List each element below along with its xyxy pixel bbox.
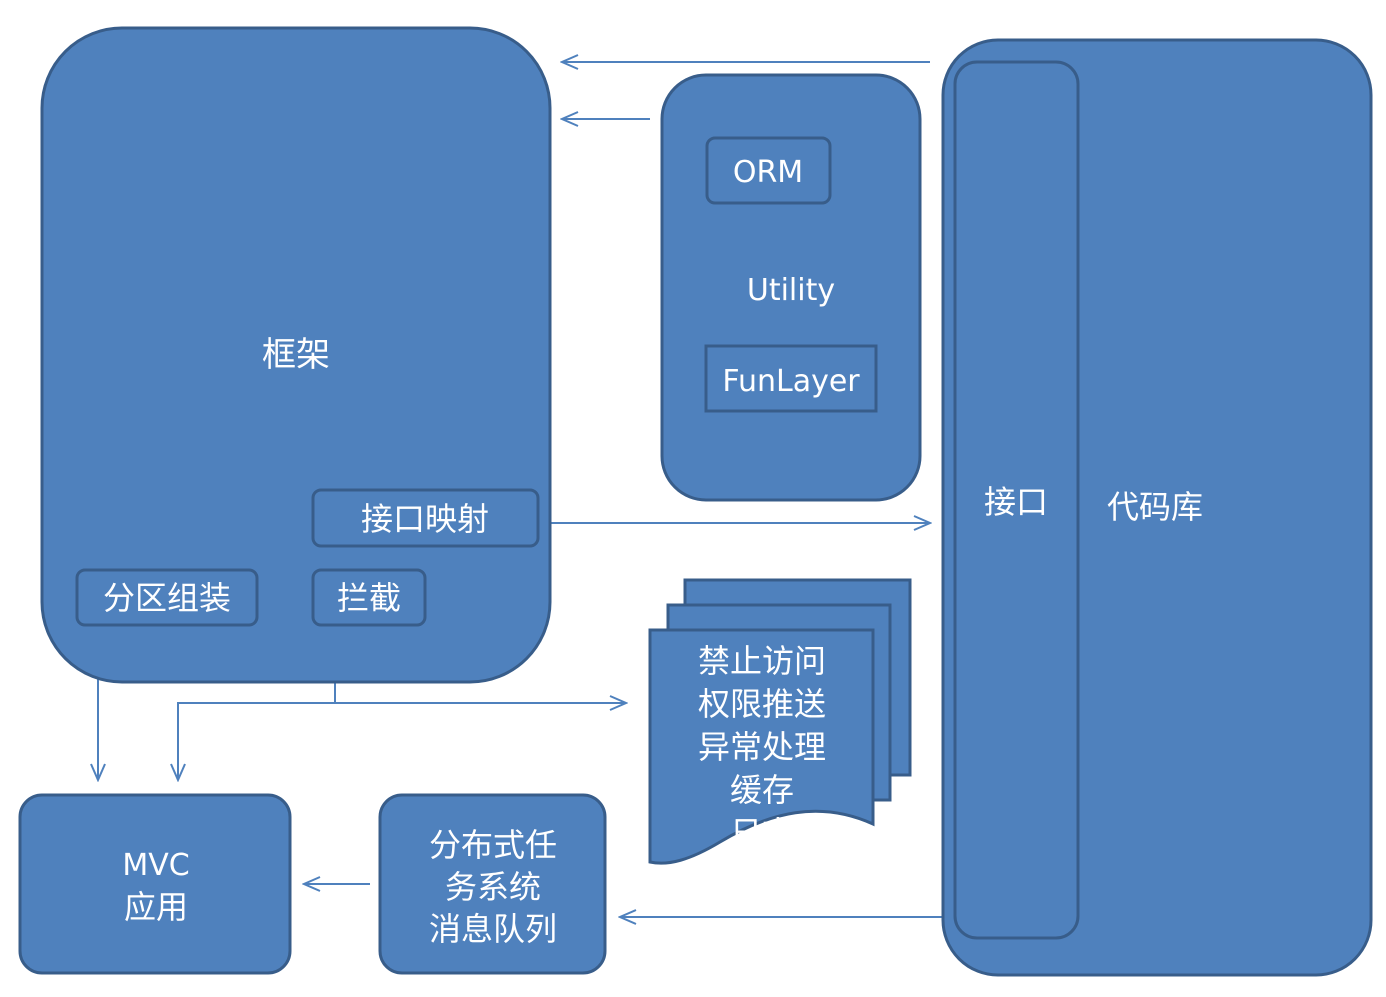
framework-label: 框架 [262, 335, 330, 375]
distributed-line-0: 分布式任 [429, 826, 557, 864]
document-front [648, 628, 875, 865]
distributed-block: 分布式任 务系统 消息队列 [378, 793, 607, 975]
distributed-line-2: 消息队列 [429, 910, 557, 948]
distributed-line-1: 务系统 [445, 868, 541, 906]
codebase-label: 代码库 [1107, 488, 1203, 526]
interface-mapping-label: 接口映射 [361, 500, 489, 538]
funlayer-label: FunLayer [722, 364, 860, 399]
distributed-box [378, 793, 607, 975]
documents-line-4: 日志 [730, 814, 794, 852]
documents-line-2: 异常处理 [698, 728, 826, 766]
mvc-line-0: MVC [122, 848, 189, 883]
mvc-line-1: 应用 [124, 888, 188, 926]
interception-box [311, 568, 427, 627]
interface-mapping-box [311, 488, 540, 548]
interface-box [953, 60, 1080, 940]
interface-label: 接口 [984, 483, 1048, 521]
documents-stack: 禁止访问 权限推送 异常处理 缓存 日志 [648, 578, 912, 865]
partition-assembly-label: 分区组装 [103, 579, 231, 617]
funlayer-box [704, 344, 878, 413]
framework-block: 框架 接口映射 分区组装 拦截 [40, 26, 552, 684]
documents-line-3: 缓存 [730, 771, 794, 809]
orm-box [705, 136, 832, 205]
documents-line-0: 禁止访问 [698, 642, 826, 680]
partition-assembly-box [75, 568, 259, 627]
utility-block: ORM Utility FunLayer [660, 73, 922, 502]
utility-label: Utility [747, 273, 835, 308]
orm-label: ORM [733, 155, 803, 190]
interception-label: 拦截 [337, 579, 401, 617]
mvc-box [18, 793, 292, 975]
mvc-block: MVC 应用 [18, 793, 292, 975]
codebase-block: 接口 代码库 [941, 38, 1373, 977]
documents-line-1: 权限推送 [698, 685, 826, 723]
